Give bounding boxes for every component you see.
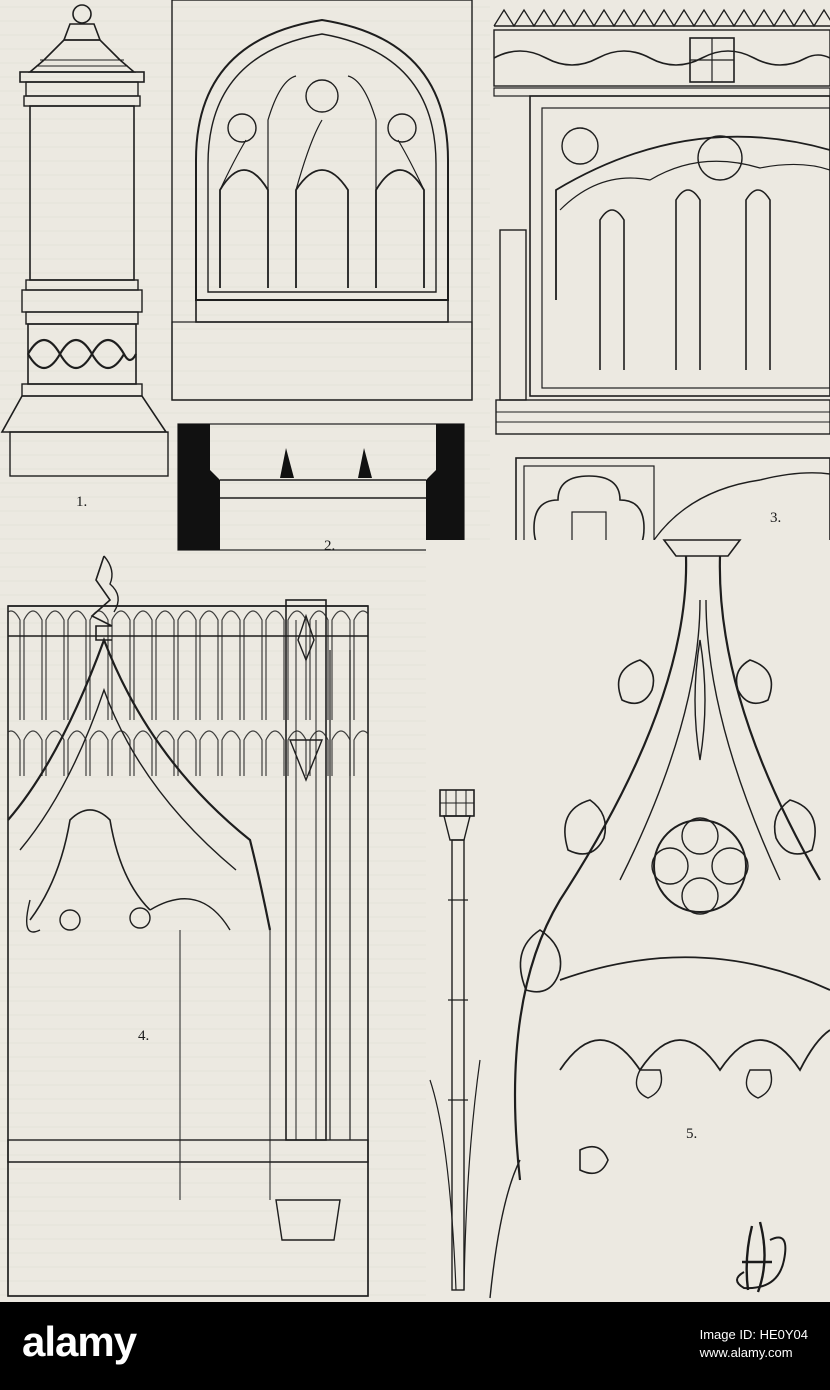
figure-label-3: 3.: [770, 510, 782, 526]
figure-label-1: 1.: [76, 494, 88, 510]
figure-label-4: 4.: [138, 1028, 150, 1044]
figure-label-2: 2.: [324, 538, 336, 554]
watermark-bar: [0, 1302, 830, 1390]
figure-5-crocketed-arch: [426, 539, 830, 1299]
figure-label-5: 5.: [686, 1126, 698, 1142]
image-id-text: Image ID: HE0Y04: [699, 1327, 808, 1342]
image-id-block: Image ID: HE0Y04 www.alamy.com: [700, 1326, 808, 1362]
figure-1-chimney: [0, 4, 169, 477]
figure-3-oriel-window: [490, 0, 830, 681]
alamy-logo: alamy: [22, 1318, 137, 1365]
site-url-text: www.alamy.com: [699, 1345, 793, 1360]
figure-2-window: [171, 0, 473, 551]
engraving-drawing: [0, 0, 830, 1302]
engraving-plate: 1. 2. 3. 4. 5.: [0, 0, 830, 1302]
monogram-signature: [736, 1221, 787, 1293]
figure-4-screen-canopy: [7, 555, 369, 1297]
